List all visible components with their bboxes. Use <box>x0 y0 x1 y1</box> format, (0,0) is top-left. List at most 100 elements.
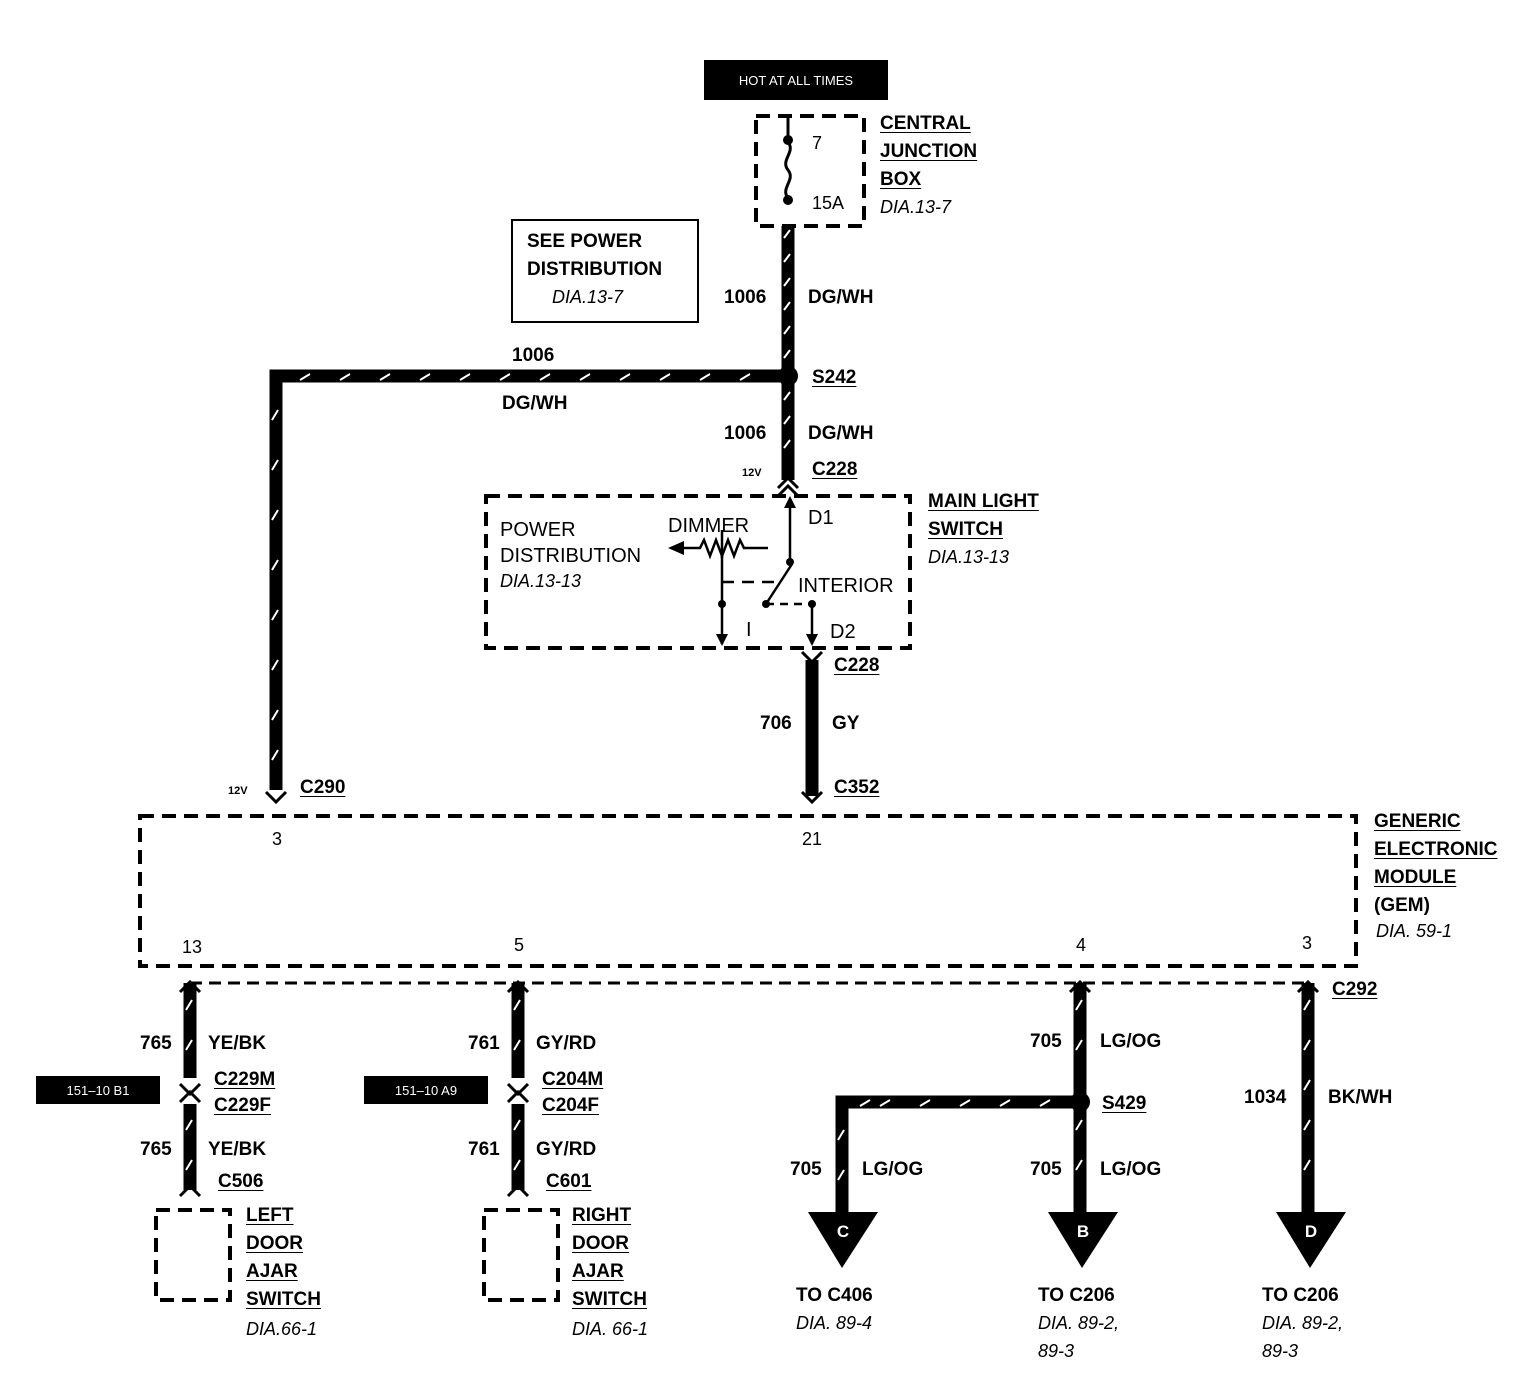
right-switch-2: DOOR <box>572 1233 629 1254</box>
arrow-b-letter: B <box>1076 1222 1090 1241</box>
left-switch-3: AJAR <box>246 1261 298 1282</box>
right-switch-4: SWITCH <box>572 1289 647 1310</box>
wire-705-color: LG/OG <box>1100 1031 1162 1052</box>
splice-s429-label: S429 <box>1102 1093 1147 1114</box>
left-switch-1: LEFT <box>246 1205 294 1226</box>
wire-mid-color: DG/WH <box>808 423 874 444</box>
connector-c204m: C204M <box>542 1069 604 1090</box>
wire-705-c <box>835 1095 1080 1214</box>
gem-pin-5: 5 <box>514 935 525 955</box>
gem-title-2: ELECTRONIC <box>1374 839 1498 860</box>
wire-761-number: 761 <box>468 1033 500 1054</box>
gem-box <box>138 814 1358 968</box>
connector-c228-bottom: C228 <box>834 655 880 676</box>
dimmer-resistor-icon <box>684 536 768 560</box>
cjb-ref: DIA.13-7 <box>880 197 952 217</box>
arrow-d-icon <box>1276 1212 1346 1268</box>
right-switch-1: RIGHT <box>572 1205 632 1226</box>
wire-765-number: 765 <box>140 1033 172 1054</box>
main-light-switch-box <box>484 494 912 650</box>
wire-765-color: YE/BK <box>208 1033 267 1054</box>
ref-151-10-b1: 151–10 B1 <box>36 1076 160 1104</box>
right-switch-3: AJAR <box>572 1261 624 1282</box>
arrow-b-ref2: 89-3 <box>1038 1341 1075 1361</box>
splice-s242-label: S242 <box>812 367 857 388</box>
mls-d1: D1 <box>808 507 834 529</box>
fuse-icon <box>784 141 792 199</box>
arrow-c-icon <box>808 1212 878 1268</box>
splice-s242-dot <box>778 366 798 386</box>
dimmer-arrow-icon <box>668 541 684 555</box>
wire-gy-number: 706 <box>760 713 792 734</box>
arrow-b-ref1: DIA. 89-2, <box>1038 1313 1120 1333</box>
connector-c204f: C204F <box>542 1095 600 1116</box>
right-door-switch-box <box>482 1208 560 1302</box>
mls-interior: INTERIOR <box>798 575 894 597</box>
wire-1034-number: 1034 <box>1244 1087 1287 1108</box>
gem-ref: DIA. 59-1 <box>1376 921 1453 941</box>
connector-c229f: C229F <box>214 1095 272 1116</box>
mls-power-ref: DIA.13-13 <box>500 571 582 591</box>
cjb-title-3: BOX <box>880 169 922 190</box>
mls-ref: DIA.13-13 <box>928 547 1010 567</box>
connector-c352: C352 <box>834 777 880 798</box>
mls-d2: D2 <box>830 621 856 643</box>
right-switch-ref: DIA. 66-1 <box>572 1319 649 1339</box>
ref-151-10-a9: 151–10 A9 <box>364 1076 488 1104</box>
gem-title-1: GENERIC <box>1374 811 1461 832</box>
c290-chevron <box>264 790 288 805</box>
wire-mid-number: 1006 <box>724 423 767 444</box>
left-door-switch-box <box>154 1208 232 1302</box>
i-arrow-icon <box>716 634 728 646</box>
arrow-d-ref2: 89-3 <box>1262 1341 1299 1361</box>
c352-chevron <box>800 790 824 805</box>
cjb-title-2: JUNCTION <box>880 141 978 162</box>
connector-c290: C290 <box>300 777 346 798</box>
c601-chevron <box>506 1183 530 1198</box>
left-switch-ref: DIA.66-1 <box>246 1319 318 1339</box>
arrow-b-icon <box>1048 1212 1118 1268</box>
cjb-title-1: CENTRAL <box>880 113 971 134</box>
wire-1006-left <box>269 369 788 790</box>
arrow-c-letter: C <box>836 1222 850 1241</box>
arrow-d-ref1: DIA. 89-2, <box>1262 1313 1344 1333</box>
arrow-c-ref: DIA. 89-4 <box>796 1313 873 1333</box>
gem-pin-3-top: 3 <box>272 829 283 849</box>
splice-s429-dot <box>1070 1092 1090 1112</box>
voltage-12v-top: 12V <box>742 467 762 479</box>
arrow-d-letter: D <box>1304 1222 1318 1241</box>
wire-top-number: 1006 <box>724 287 767 308</box>
fuse-number: 7 <box>812 133 823 153</box>
left-switch-2: DOOR <box>246 1233 303 1254</box>
mls-i: I <box>746 619 752 641</box>
connector-c292: C292 <box>1332 979 1378 1000</box>
c506-chevron <box>178 1183 202 1198</box>
left-switch-4: SWITCH <box>246 1289 321 1310</box>
c228-bottom-chevron <box>800 650 824 665</box>
wire-top-color: DG/WH <box>808 287 874 308</box>
cjb-box <box>754 114 866 228</box>
see-power-line-1: SEE POWER <box>527 231 643 252</box>
see-power-box <box>511 219 699 323</box>
wire-765b-number: 765 <box>140 1139 172 1160</box>
mls-title-1: MAIN LIGHT <box>928 491 1039 512</box>
d2-arrow-icon <box>806 634 818 646</box>
connector-c229m: C229M <box>214 1069 276 1090</box>
gem-title-4: (GEM) <box>1374 895 1430 916</box>
wire-761b-number: 761 <box>468 1139 500 1160</box>
gem-pin-13: 13 <box>182 937 203 957</box>
arrow-c-to: TO C406 <box>796 1285 873 1306</box>
mls-dimmer: DIMMER <box>668 515 750 537</box>
mls-title-2: SWITCH <box>928 519 1003 540</box>
wire-761-color: GY/RD <box>536 1033 597 1054</box>
d1-arrow-icon <box>784 496 796 508</box>
fuse-rating: 15A <box>812 193 845 213</box>
c228-top-chevron <box>776 475 800 490</box>
gem-title-3: MODULE <box>1374 867 1457 888</box>
wire-765b-color: YE/BK <box>208 1139 267 1160</box>
wire-705b-color: LG/OG <box>1100 1159 1162 1180</box>
wire-705b-number: 705 <box>1030 1159 1062 1180</box>
connector-c228-top: C228 <box>812 459 858 480</box>
hot-at-all-times-label: HOT AT ALL TIMES <box>704 60 888 100</box>
